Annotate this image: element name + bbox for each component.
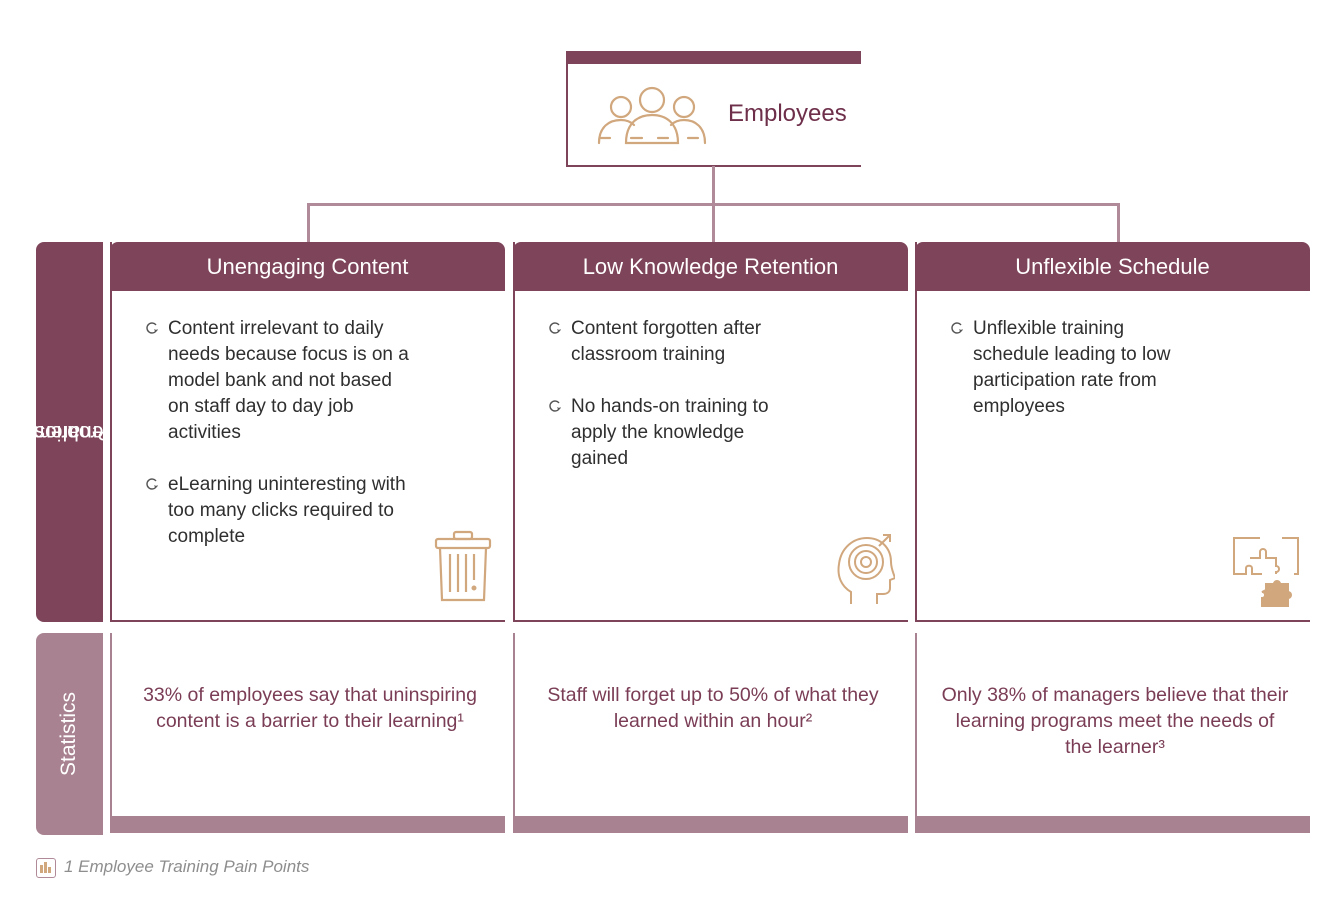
side-label-statistics: Statistics bbox=[36, 633, 103, 835]
column-1-stat-bar bbox=[110, 816, 505, 833]
bullet-icon bbox=[549, 400, 561, 412]
column-2-header: Low Knowledge Retention bbox=[513, 242, 908, 291]
bullet-icon bbox=[146, 478, 158, 490]
side-label-statistics-text: Statistics bbox=[57, 691, 81, 777]
root-node-top-bar bbox=[566, 51, 861, 64]
side-label-problems: Problems &Scenarios bbox=[3, 242, 128, 622]
bullet-icon bbox=[951, 322, 963, 334]
list-item: Content irrelevant to daily needs becaus… bbox=[146, 316, 416, 446]
column-1-title: Unengaging Content bbox=[206, 253, 409, 279]
trash-bin-icon bbox=[434, 530, 492, 609]
connector-right bbox=[1117, 203, 1120, 243]
connector-left bbox=[307, 203, 310, 243]
column-1-stat-box bbox=[110, 633, 505, 833]
column-3-bullets: Unflexible training schedule leading to … bbox=[951, 316, 1191, 446]
column-3-title: Unflexible Schedule bbox=[1015, 253, 1210, 279]
column-2-bullets: Content forgotten after classroom traini… bbox=[549, 316, 789, 498]
column-1-header: Unengaging Content bbox=[110, 242, 505, 291]
column-1-statistic: 33% of employees say that uninspiring co… bbox=[143, 684, 477, 732]
column-3-stat-bar bbox=[915, 816, 1310, 833]
puzzle-icon bbox=[1232, 536, 1302, 615]
column-3-header: Unflexible Schedule bbox=[915, 242, 1310, 291]
column-2-box bbox=[513, 242, 908, 622]
connector-trunk bbox=[712, 166, 715, 204]
bullet-icon bbox=[549, 322, 561, 334]
connector-middle bbox=[712, 203, 715, 243]
root-title: Employees bbox=[728, 100, 847, 127]
column-1-box bbox=[110, 242, 505, 622]
column-3-stat-box bbox=[915, 633, 1310, 833]
head-maze-icon bbox=[835, 532, 897, 611]
column-2-statistic: Staff will forget up to 50% of what they… bbox=[547, 684, 879, 732]
list-item: Unflexible training schedule leading to … bbox=[951, 316, 1191, 420]
figure-caption: 1 Employee Training Pain Points bbox=[36, 857, 309, 878]
people-icon bbox=[596, 85, 708, 152]
column-1-bullets: Content irrelevant to daily needs becaus… bbox=[146, 316, 416, 576]
caption-text: 1 Employee Training Pain Points bbox=[64, 857, 310, 876]
list-item: No hands-on training to apply the knowle… bbox=[549, 394, 789, 472]
column-3-statistic: Only 38% of managers believe that their … bbox=[941, 684, 1289, 758]
column-2-stat-bar bbox=[513, 816, 908, 833]
column-3-box bbox=[915, 242, 1310, 622]
bullet-icon bbox=[146, 322, 158, 334]
chart-icon bbox=[36, 857, 56, 878]
column-2-stat-box bbox=[513, 633, 908, 833]
list-item: eLearning uninteresting with too many cl… bbox=[146, 472, 416, 550]
list-item: Content forgotten after classroom traini… bbox=[549, 316, 789, 368]
column-2-title: Low Knowledge Retention bbox=[582, 253, 839, 279]
